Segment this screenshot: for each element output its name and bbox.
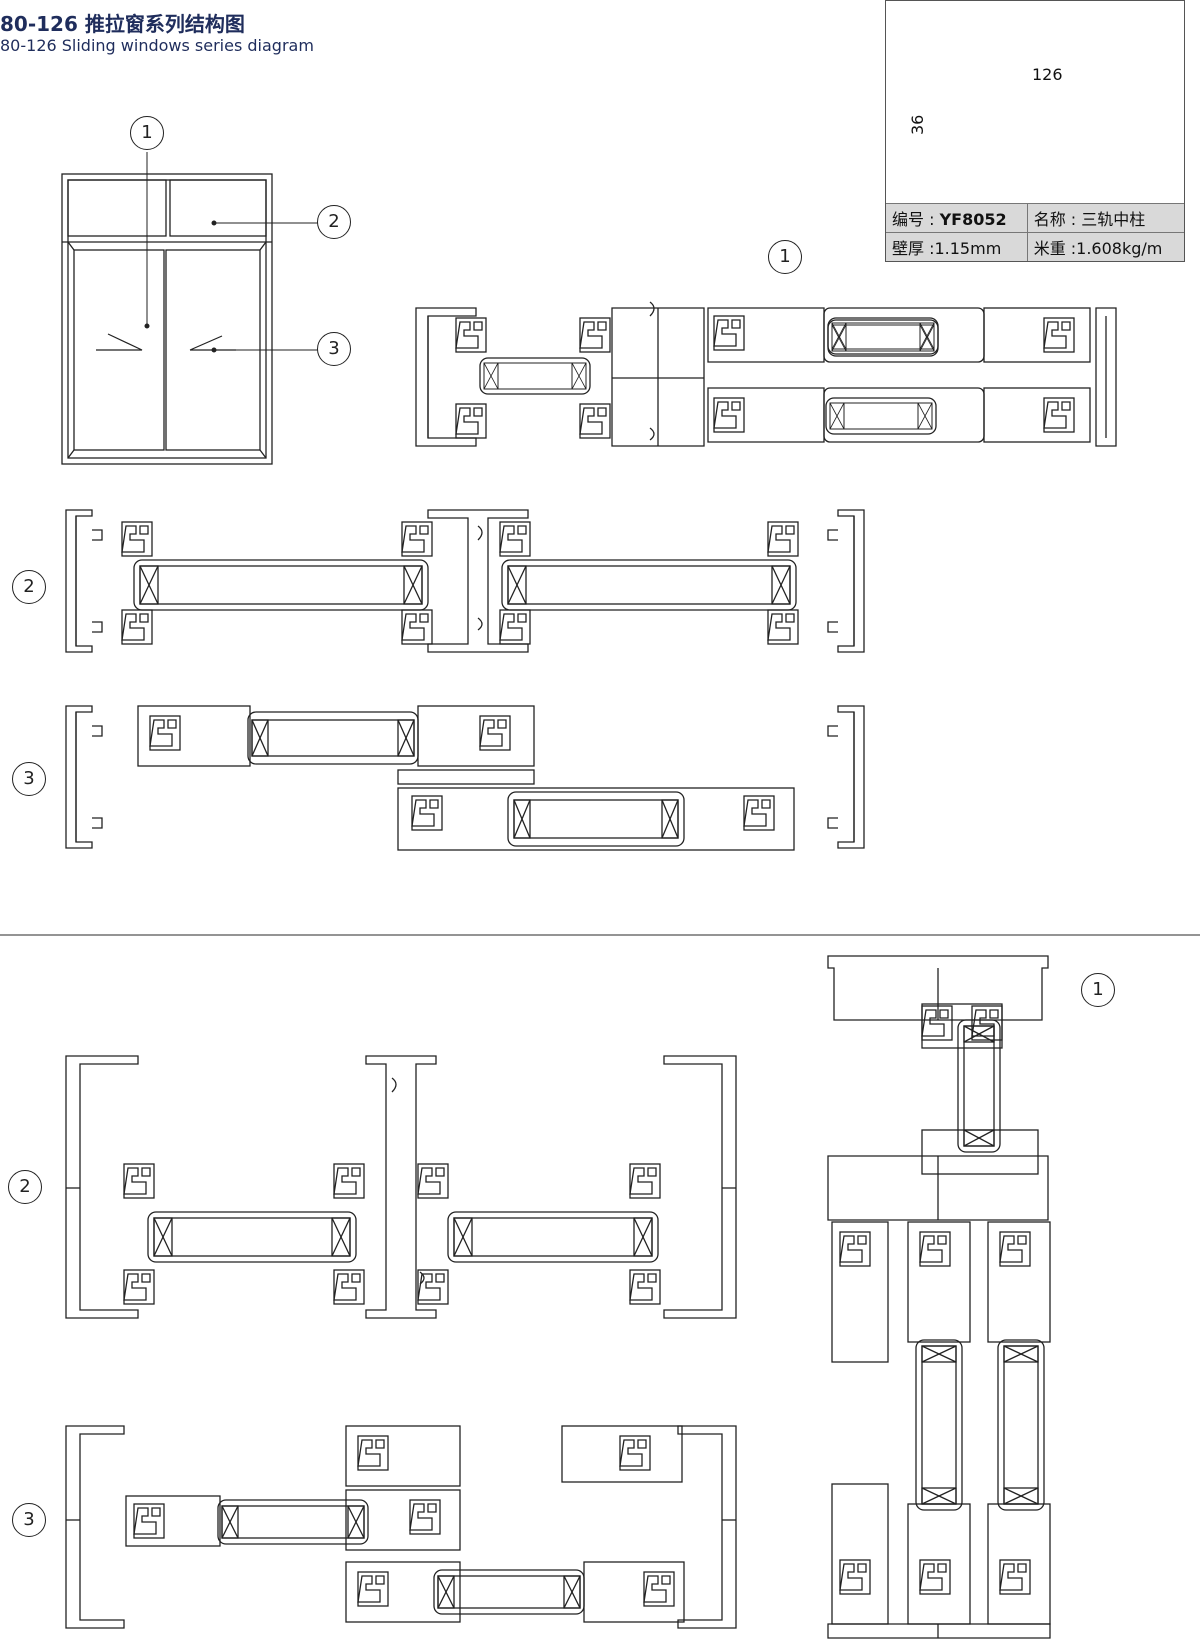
- profile-spec-card: 126 36 编号 : YF8052 名称 : 三轨中柱 壁厚 :1.15mm …: [885, 0, 1185, 262]
- spec-code-label: 编号 :: [892, 210, 940, 229]
- top-section-1-glass-lower: [825, 397, 937, 435]
- top-section-callout-3: 3: [12, 762, 46, 796]
- top-section-1-glass-upper-r: [827, 319, 939, 357]
- spec-name-cell: 名称 : 三轨中柱: [1026, 203, 1184, 233]
- dim-height-label: 36: [908, 114, 927, 135]
- bottom-section-1: [827, 955, 1051, 1639]
- elevation-callout-1: 1: [130, 116, 164, 150]
- bottom-section-2: [65, 1055, 737, 1319]
- window-elevation: [61, 173, 273, 465]
- spec-code-cell: 编号 : YF8052: [886, 203, 1028, 233]
- elevation-callout-2: 2: [317, 205, 351, 239]
- elevation-leaders: [144, 152, 318, 353]
- spec-thickness-cell: 壁厚 :1.15mm: [886, 232, 1028, 261]
- dim-width-label: 126: [1032, 65, 1063, 84]
- bottom-section-callout-3: 3: [12, 1503, 46, 1537]
- top-section-callout-2: 2: [12, 570, 46, 604]
- top-section-1: [415, 301, 1117, 447]
- page-title-cn: 80-126 推拉窗系列结构图: [0, 12, 245, 36]
- top-section-3: [65, 705, 865, 851]
- page-title-en: 80-126 Sliding windows series diagram: [0, 36, 314, 55]
- spec-code-value: YF8052: [939, 210, 1007, 229]
- elevation-callout-3: 3: [317, 332, 351, 366]
- bottom-section-3: [65, 1425, 737, 1629]
- top-section-callout-1: 1: [768, 240, 802, 274]
- top-section-2: [65, 509, 865, 653]
- bottom-section-callout-2: 2: [8, 1170, 42, 1204]
- spec-table: 编号 : YF8052 名称 : 三轨中柱 壁厚 :1.15mm 米重 :1.6…: [886, 203, 1184, 261]
- spec-weight-cell: 米重 :1.608kg/m: [1026, 232, 1184, 261]
- bottom-section-callout-1: 1: [1081, 973, 1115, 1007]
